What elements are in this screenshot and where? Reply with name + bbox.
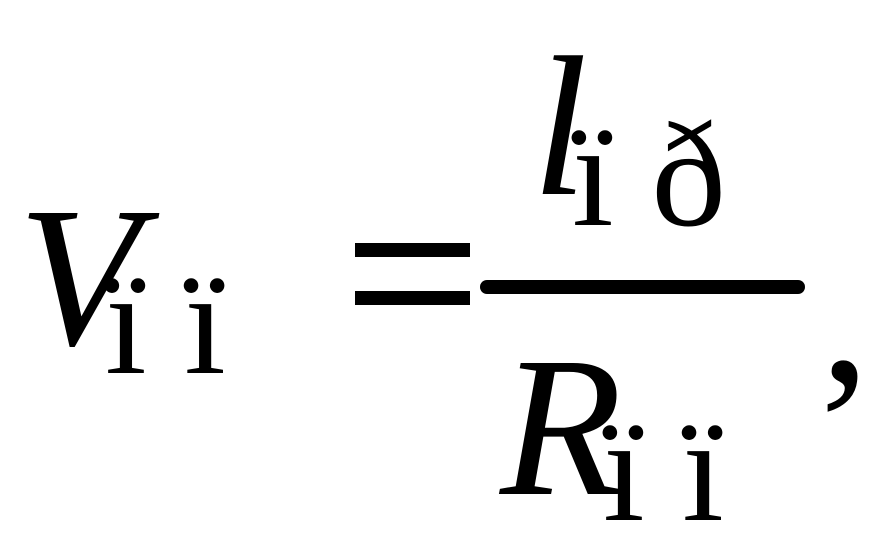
numerator-subscript: ï ð [572, 92, 727, 258]
denominator-subscript: ï ï [603, 387, 724, 553]
numerator-symbol: l [532, 17, 588, 238]
trailing-comma: , [820, 204, 870, 425]
lhs-subscript: ï ï [105, 240, 226, 406]
fraction-bar [480, 280, 805, 294]
equals-bottom-bar [355, 291, 470, 305]
lhs-symbol: V [18, 167, 141, 388]
denominator-symbol: R [500, 317, 623, 538]
equals-top-bar [355, 243, 470, 257]
